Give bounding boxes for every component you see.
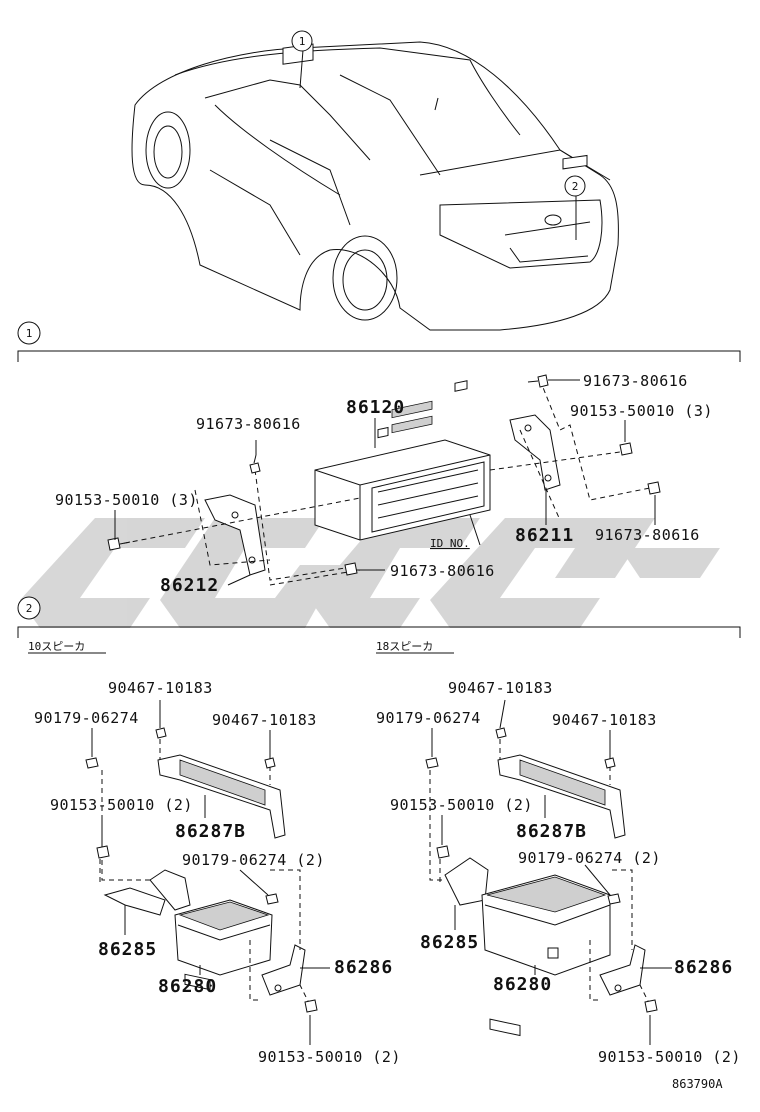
label-right-nut-mid: 90153-50010 (2) xyxy=(390,796,533,814)
callout-1-circle xyxy=(291,30,313,52)
figure-code: 863790A xyxy=(672,1077,723,1091)
amp-left-group xyxy=(103,754,306,996)
bolt-icon xyxy=(107,374,661,576)
label-bolt-bottom: 91673-80616 xyxy=(390,562,495,580)
section-1-marker-circle xyxy=(17,321,41,345)
car-illustration: 1 2 xyxy=(131,30,619,331)
section-1-bracket-line xyxy=(17,350,741,362)
label-right-nut-left: 90179-06274 xyxy=(376,709,481,727)
watermark xyxy=(20,518,720,628)
label-right-nut-bottom: 90153-50010 (2) xyxy=(598,1048,741,1066)
bracket-86212 xyxy=(204,494,266,576)
amp-right-group xyxy=(444,754,646,1037)
nut-icon xyxy=(85,727,318,1013)
label-bolt-left-top: 91673-80616 xyxy=(196,415,301,433)
label-left-nut-mid: 90153-50010 (2) xyxy=(50,796,193,814)
bracket-86211 xyxy=(509,414,561,491)
label-left-86286: 86286 xyxy=(334,957,393,978)
label-left-nut-right: 90179-06274 (2) xyxy=(182,851,325,869)
callout-2-circle xyxy=(564,175,586,197)
section-2-bracket-line xyxy=(17,626,741,638)
label-86212: 86212 xyxy=(160,575,219,596)
label-nut-left: 90153-50010 (3) xyxy=(55,491,198,509)
callout-1: 1 xyxy=(299,35,306,48)
nut-icon xyxy=(425,727,658,1013)
label-right-86287b: 86287B xyxy=(516,821,587,842)
label-right-86280: 86280 xyxy=(493,974,552,995)
label-nut-right: 90153-50010 (3) xyxy=(570,402,713,420)
right-variant-title: 18スピーカ xyxy=(376,640,433,653)
label-right-bolt-top: 90467-10183 xyxy=(448,679,553,697)
label-right-bolt-right: 90467-10183 xyxy=(552,711,657,729)
label-bolt-right-mid: 91673-80616 xyxy=(595,526,700,544)
label-right-86286: 86286 xyxy=(674,957,733,978)
label-bolt-right-top: 91673-80616 xyxy=(583,372,688,390)
label-left-86280: 86280 xyxy=(158,976,217,997)
callout-2: 2 xyxy=(572,180,579,193)
label-86211: 86211 xyxy=(515,525,574,546)
label-left-bolt-top: 90467-10183 xyxy=(108,679,213,697)
left-variant-title: 10スピーカ xyxy=(28,640,85,653)
label-left-bolt-right: 90467-10183 xyxy=(212,711,317,729)
label-left-nut-left: 90179-06274 xyxy=(34,709,139,727)
section-2-marker: 2 xyxy=(26,602,33,615)
label-id-no: ID NO. xyxy=(430,537,470,550)
head-unit-86120 xyxy=(314,380,491,546)
label-86120: 86120 xyxy=(346,397,405,418)
section-1-marker: 1 xyxy=(26,327,33,340)
section-2-marker-circle xyxy=(17,596,41,620)
label-right-86285: 86285 xyxy=(420,932,479,953)
label-left-86285: 86285 xyxy=(98,939,157,960)
label-left-nut-bottom: 90153-50010 (2) xyxy=(258,1048,401,1066)
label-left-86287b: 86287B xyxy=(175,821,246,842)
label-right-nut-right: 90179-06274 (2) xyxy=(518,849,661,867)
